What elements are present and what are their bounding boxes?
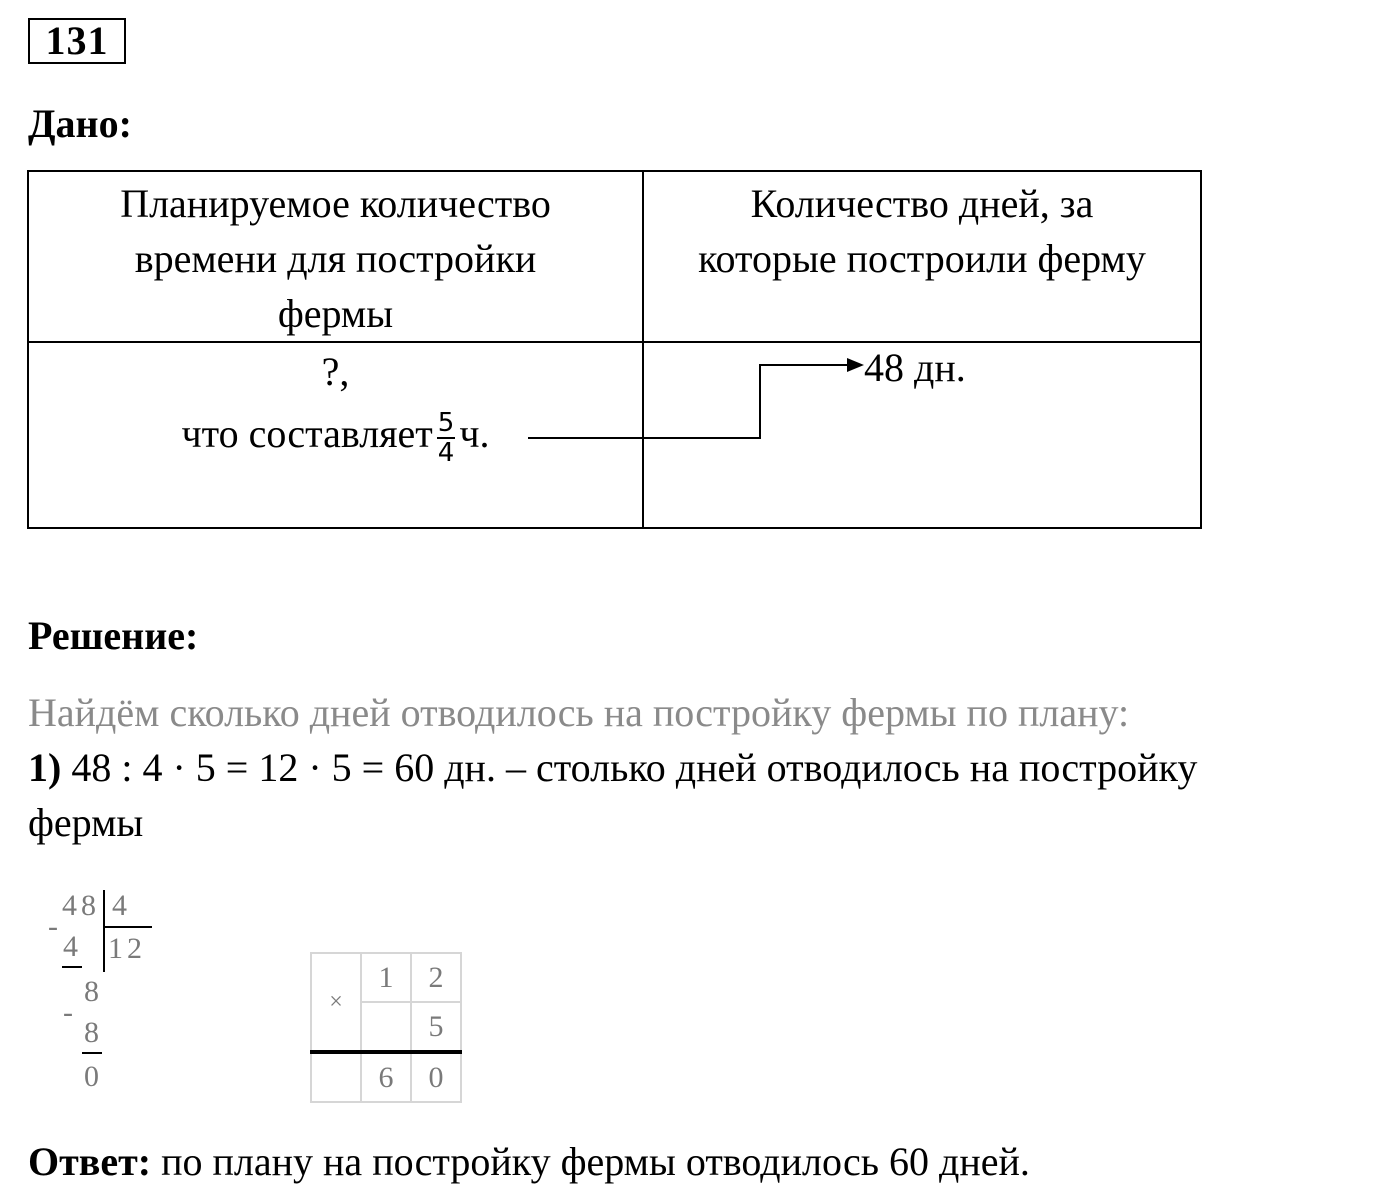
division-sub-2: 8: [84, 1016, 99, 1049]
answer-label: Ответ:: [28, 1139, 152, 1184]
solution-intro: Найдём сколько дней отводилось на постро…: [28, 690, 1130, 735]
division-line-2: [82, 1052, 102, 1054]
division-minus-1: -: [48, 910, 58, 943]
step-1-text: 48 : 4 · 5 = 12 · 5 = 60 дн. – столько д…: [71, 745, 1198, 790]
step-1-label: 1): [28, 745, 62, 790]
col2-value: 48 дн.: [864, 345, 966, 390]
division-divisor: 4: [112, 889, 127, 922]
step-1-continuation: фермы: [28, 800, 144, 845]
col1-value-unit: ч.: [459, 411, 490, 456]
division-minus-2: -: [63, 996, 73, 1029]
solution-heading: Решение:: [28, 613, 199, 658]
step-1: 1) 48 : 4 · 5 = 12 · 5 = 60 дн. – стольк…: [28, 744, 1197, 792]
connector-arrow-icon: [528, 358, 864, 439]
col1-header-line-1: Планируемое количество: [120, 181, 551, 226]
division-sub-1: 4: [63, 930, 78, 963]
col2-header-line-2: которые построили ферму: [698, 236, 1146, 281]
col1-header-line-2: времени для постройки: [134, 236, 537, 281]
division-quotient: 12: [108, 932, 146, 965]
col2-value-cell: [642, 341, 1202, 529]
division-dividend: 48: [62, 889, 100, 922]
col1-value-question: ?,: [321, 349, 350, 394]
fraction-denominator: 4: [437, 437, 455, 468]
mult-result-digit-2: 0: [410, 1050, 462, 1103]
mult-row1-digit-1: 1: [360, 952, 412, 1003]
problem-number: 131: [28, 18, 126, 64]
multiplication-sign: ×: [310, 952, 362, 1053]
answer-text: по плану на постройку фермы отводилось 6…: [161, 1139, 1030, 1184]
division-remainder-1: 8: [84, 975, 99, 1008]
mult-result-digit-1: 6: [360, 1050, 412, 1103]
fraction-numerator: 5: [436, 407, 456, 439]
mult-row2-digit-1: [360, 1001, 412, 1053]
division-vertical-bar: [103, 890, 105, 972]
col2-header: Количество дней, за которые построили фе…: [642, 170, 1202, 343]
long-division: 48 4 12 - 4 8 - 8 0: [40, 886, 170, 1096]
given-table: Планируемое количество времени для постр…: [27, 170, 1202, 529]
multiplication-grid: × 1 2 5 6 0: [310, 952, 462, 1103]
answer: Ответ: по плану на постройку фермы отвод…: [28, 1138, 1030, 1186]
mult-row1-digit-2: 2: [410, 952, 462, 1003]
division-quotient-bar: [104, 926, 152, 928]
col2-header-line-1: Количество дней, за: [750, 181, 1094, 226]
col1-header: Планируемое количество времени для постр…: [27, 170, 644, 343]
division-line-1: [62, 966, 82, 968]
mult-result-empty: [310, 1050, 362, 1103]
mult-row2-digit-2: 5: [410, 1001, 462, 1053]
col1-value-text: что составляет: [181, 411, 433, 456]
col1-header-line-3: фермы: [277, 291, 394, 336]
given-heading: Дано:: [28, 101, 132, 146]
division-result: 0: [84, 1060, 99, 1093]
